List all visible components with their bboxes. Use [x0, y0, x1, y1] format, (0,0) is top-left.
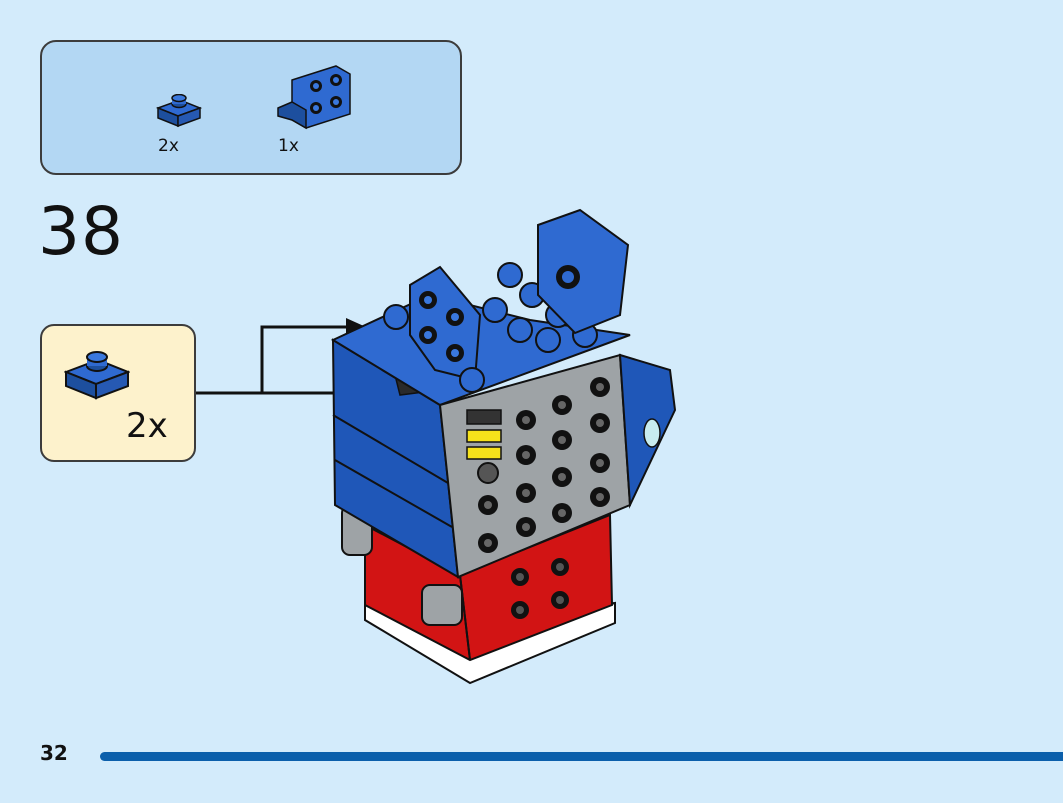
progress-bar-fill — [100, 752, 1063, 761]
part-quantity: 2x — [158, 136, 179, 156]
callout-box: 2x — [40, 324, 196, 462]
part-quantity: 1x — [278, 136, 299, 156]
parts-list-box: 2x 1x — [40, 40, 462, 175]
page-number: 32 — [40, 741, 68, 765]
progress-bar — [100, 752, 1063, 761]
bracket-blue-icon — [276, 64, 352, 132]
callout-quantity: 2x — [126, 406, 168, 446]
model-illustration — [330, 208, 677, 685]
plate-1x1-blue-icon — [64, 350, 130, 402]
plate-1x1-blue-icon — [156, 94, 202, 130]
step-number: 38 — [38, 193, 124, 270]
